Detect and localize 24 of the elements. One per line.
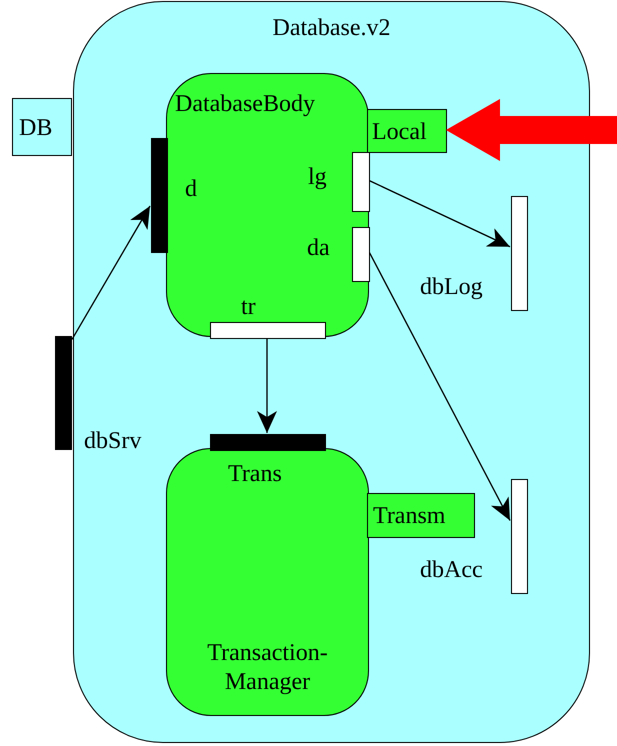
port-box xyxy=(12,98,72,156)
component-label: Transm xyxy=(373,504,446,528)
port-box xyxy=(367,109,447,153)
port-label: dbLog xyxy=(420,275,483,299)
component-label: DB xyxy=(19,116,52,140)
container-background xyxy=(73,1,590,743)
port-label: da xyxy=(307,236,330,260)
port-label: lg xyxy=(308,165,327,189)
component-label: Local xyxy=(372,120,427,144)
arrow xyxy=(71,206,151,340)
port-label: dbAcc xyxy=(420,558,483,582)
component-label: Database.v2 xyxy=(272,16,392,40)
port-label: dbSrv xyxy=(84,429,142,453)
port-label: tr xyxy=(241,295,256,319)
port-label: Trans xyxy=(228,462,282,486)
component-box xyxy=(166,73,369,337)
arrow xyxy=(257,338,277,433)
port-label: d xyxy=(185,177,197,201)
arrow xyxy=(446,99,617,161)
component-label: Transaction- Manager xyxy=(206,639,329,697)
arrow xyxy=(368,179,510,248)
port-box xyxy=(367,493,475,538)
component-box xyxy=(166,448,369,716)
component-label: DatabaseBody xyxy=(175,92,315,116)
